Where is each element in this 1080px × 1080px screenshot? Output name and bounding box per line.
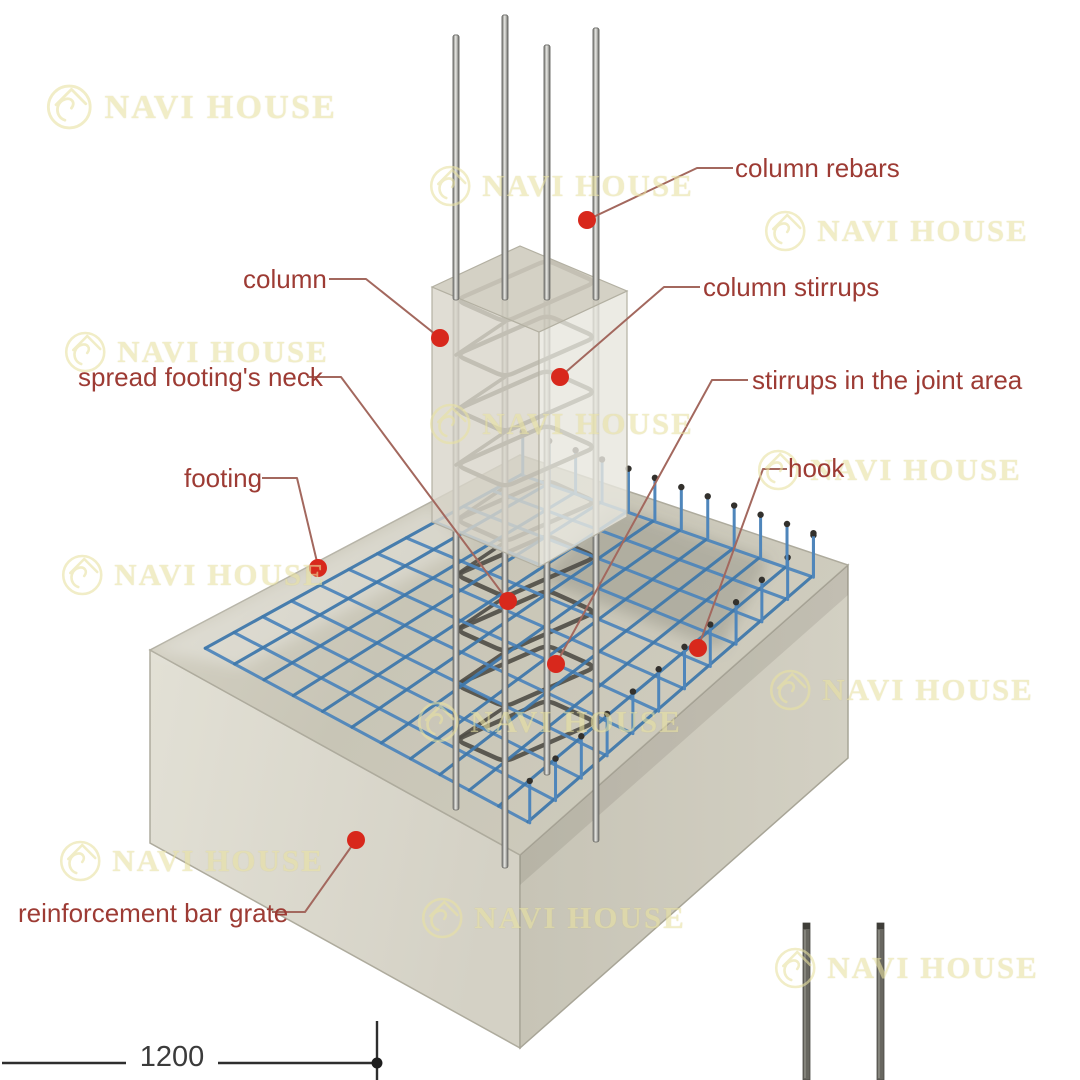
loose-rebar-pair [802,922,885,1080]
leader-lines-and-dots [262,167,787,913]
label-column: column [243,264,327,294]
label-reinforcement-bar-grate: reinforcement bar grate [18,898,289,928]
label-hook: hook [788,453,845,483]
label-stirrups-in-the-joint-area: stirrups in the joint area [752,365,1023,395]
dimension-line [2,1021,383,1080]
column-block [430,245,629,569]
label-footing: footing [184,463,263,493]
label-column-stirrups: column stirrups [703,272,880,302]
dimension-value: 1200 [139,1041,205,1073]
label-column-rebars: column rebars [735,153,900,183]
label-spread-footings-neck: spread footing's neck [78,362,323,392]
